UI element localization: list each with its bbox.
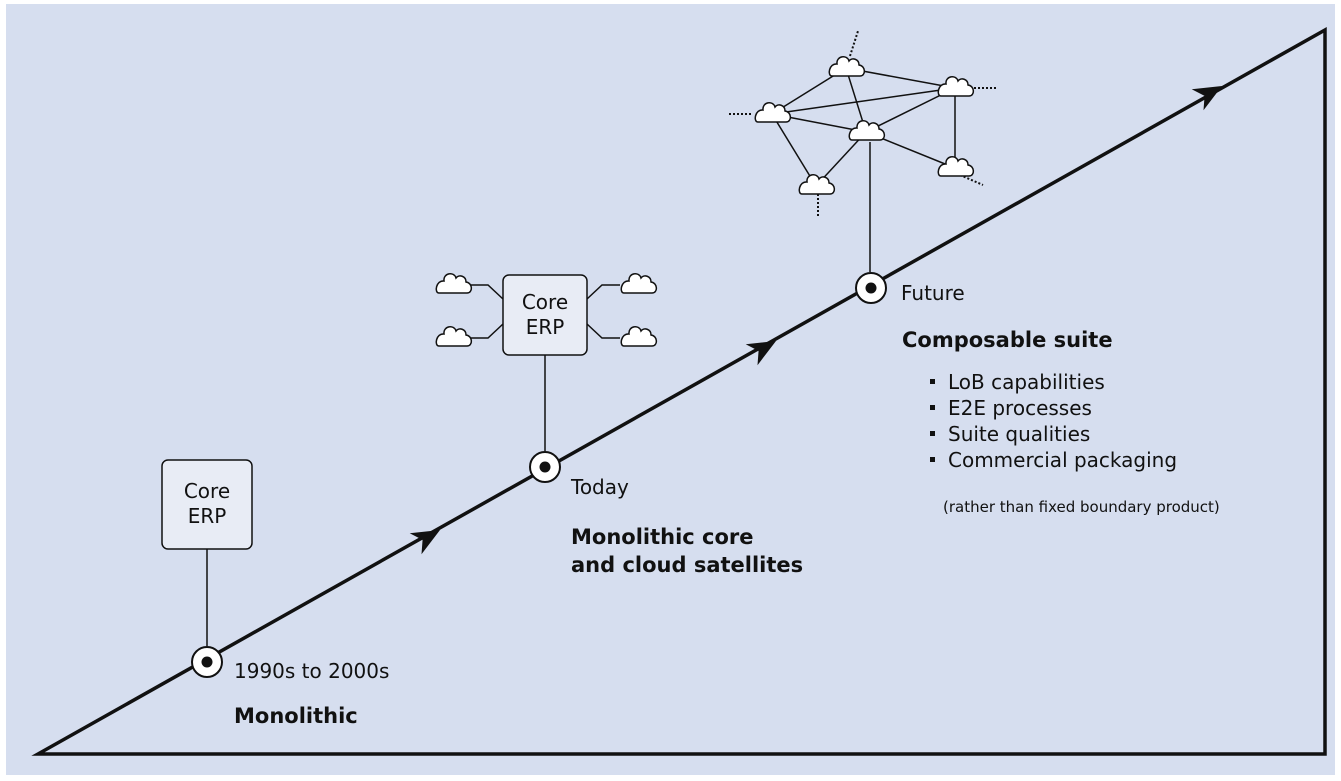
bullet-item: LoB capabilities [924, 369, 1177, 395]
stage-1-title: Monolithic [234, 704, 358, 728]
core-erp-label-stage-2: Core ERP [503, 290, 587, 340]
stage-3-date: Future [901, 281, 965, 305]
core-erp-label-stage-1: Core ERP [162, 479, 252, 529]
bullet-item: Commercial packaging [924, 447, 1177, 473]
bullet-square-icon [930, 457, 935, 462]
timeline-triangle [31, 27, 1327, 756]
core-erp-label-line-2: ERP [187, 504, 227, 528]
milestone-marker-stage-1 [191, 646, 223, 678]
future-bullet-list: LoB capabilities E2E processes Suite qua… [924, 369, 1177, 473]
arrowhead-2 [745, 341, 776, 366]
cloud-network-dotted-links [727, 30, 998, 218]
bullet-square-icon [930, 379, 935, 384]
stage-3-title: Composable suite [902, 328, 1113, 352]
stage-2-title-line-2: and cloud satellites [571, 553, 804, 577]
arrowhead-3 [1191, 86, 1222, 111]
core-erp-label-line-2: ERP [525, 315, 565, 339]
stage-2-date: Today [571, 475, 629, 499]
core-erp-label-line-1: Core [521, 290, 569, 314]
cloud-network-icons [754, 55, 975, 195]
bullet-text: Commercial packaging [948, 448, 1178, 472]
core-erp-label-line-1: Core [183, 479, 231, 503]
milestone-marker-stage-3 [855, 272, 887, 304]
stage-2-title-line-1: Monolithic core [571, 525, 754, 549]
bullet-text: E2E processes [948, 396, 1092, 420]
arrowhead-1 [409, 530, 440, 555]
bullet-text: Suite qualities [948, 422, 1091, 446]
stage-1-date: 1990s to 2000s [234, 659, 390, 683]
core-erp-box-stage-1 [161, 459, 253, 550]
satellite-links [470, 284, 620, 339]
bullet-text: LoB capabilities [948, 370, 1105, 394]
bullet-item: E2E processes [924, 395, 1177, 421]
bullet-square-icon [930, 405, 935, 410]
milestone-marker-stage-2 [529, 451, 561, 483]
future-note: (rather than fixed boundary product) [943, 498, 1220, 516]
bullet-item: Suite qualities [924, 421, 1177, 447]
core-erp-box-stage-2 [502, 274, 588, 356]
bullet-square-icon [930, 431, 935, 436]
